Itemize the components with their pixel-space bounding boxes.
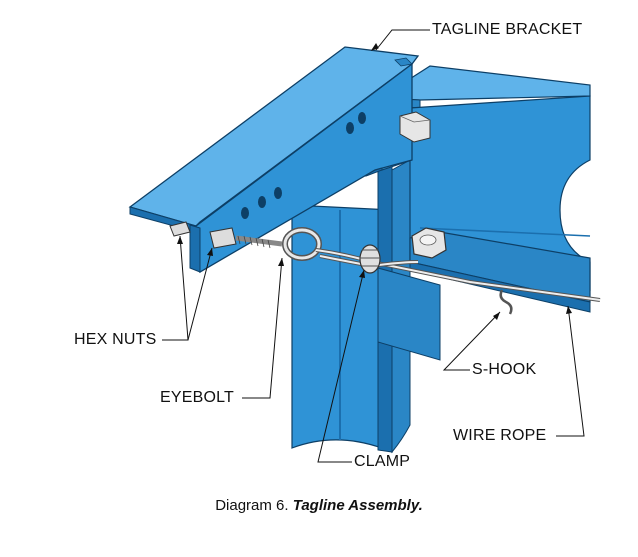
label-wire-rope: WIRE ROPE bbox=[453, 427, 547, 444]
caption-title: Tagline Assembly. bbox=[292, 497, 423, 514]
label-s-hook: S-HOOK bbox=[472, 361, 537, 378]
label-eyebolt: EYEBOLT bbox=[160, 389, 235, 406]
beam-nut bbox=[411, 227, 447, 259]
label-hex-nuts: HEX NUTS bbox=[74, 331, 157, 348]
s-hook bbox=[499, 289, 513, 315]
bracket-bolt bbox=[399, 111, 431, 143]
caption-prefix: Diagram 6. bbox=[215, 497, 289, 514]
diagram-caption: Diagram 6. Tagline Assembly. bbox=[0, 497, 638, 514]
tagline-bracket bbox=[128, 46, 420, 274]
leader-arrowheads bbox=[177, 236, 572, 320]
eyebolt bbox=[282, 227, 322, 261]
label-tagline-bracket: TAGLINE BRACKET bbox=[432, 21, 583, 38]
leader-lines bbox=[162, 29, 585, 463]
hex-nuts bbox=[169, 221, 283, 249]
label-clamp: CLAMP bbox=[354, 453, 411, 470]
clamp bbox=[359, 244, 381, 274]
